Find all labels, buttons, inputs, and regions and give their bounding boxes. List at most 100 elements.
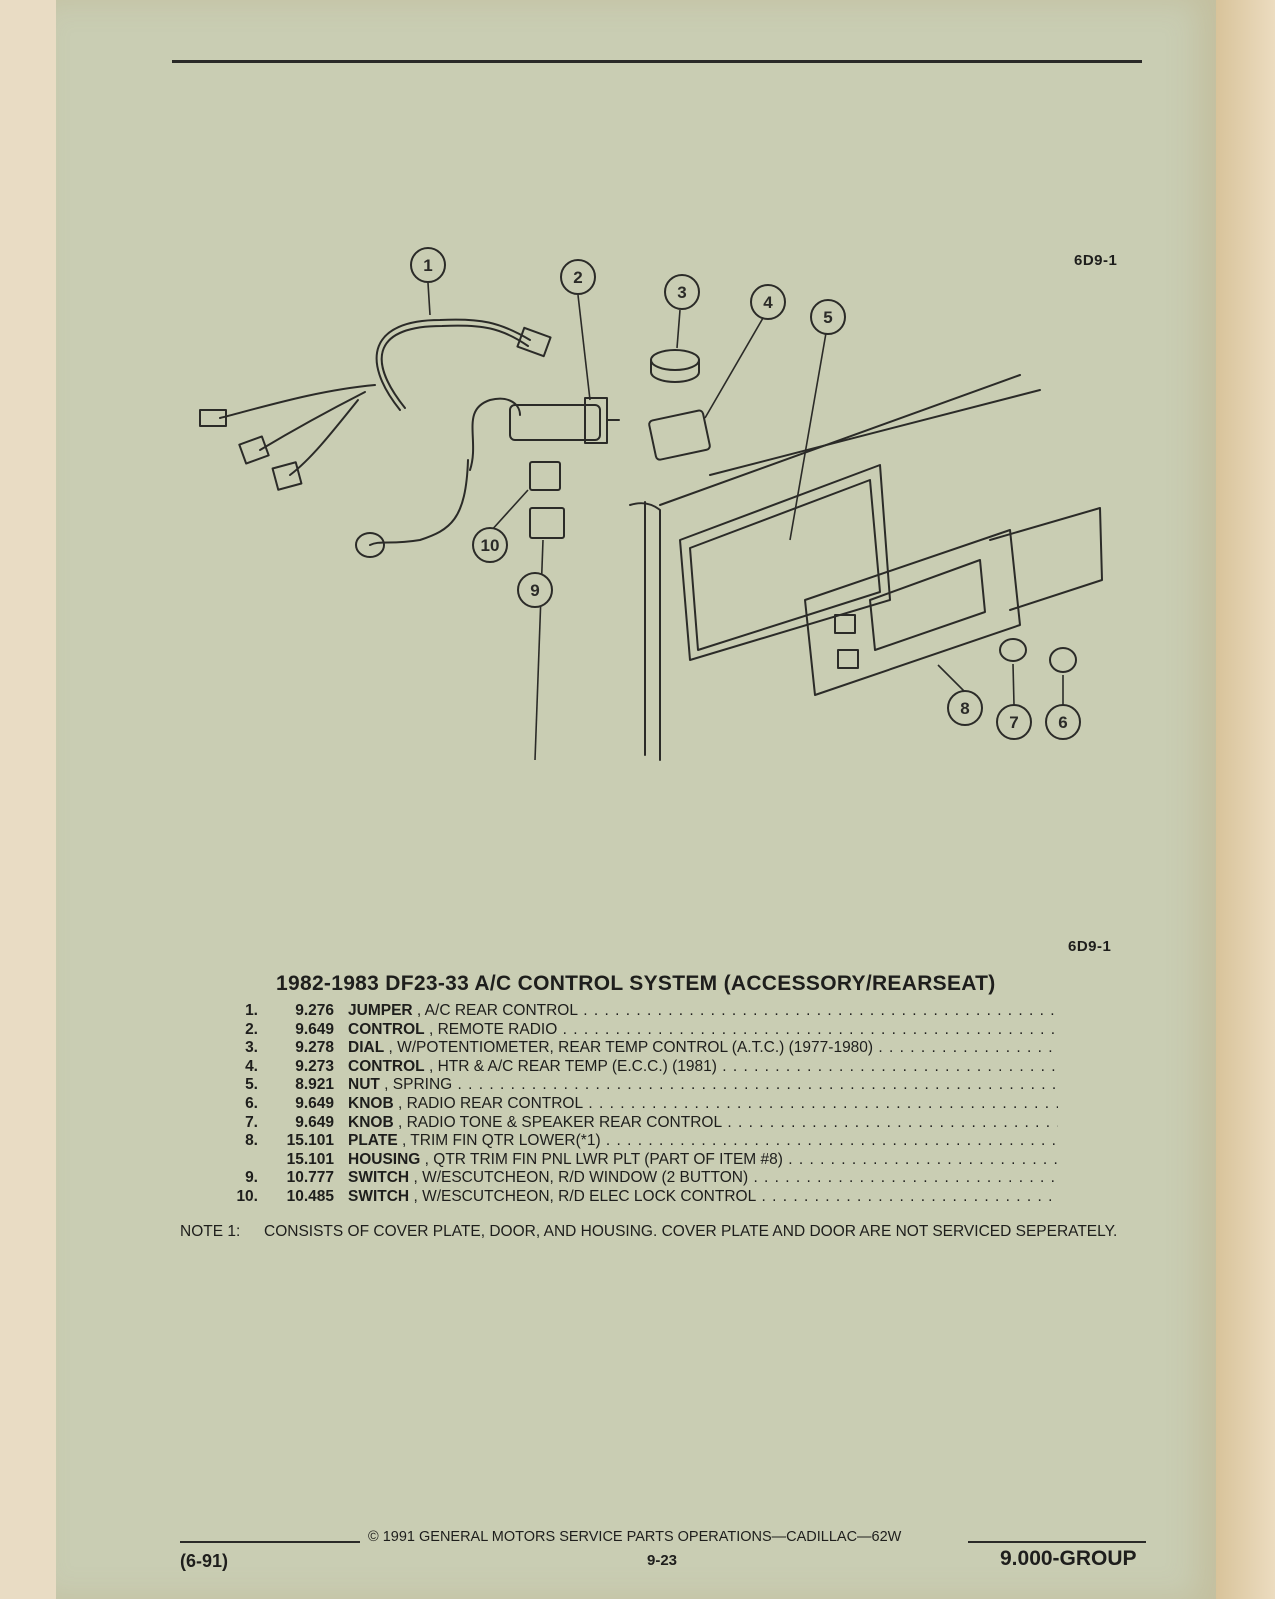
radio-control-body	[509, 404, 601, 441]
part-name: KNOB	[348, 1113, 394, 1131]
group-number: 10.777	[286, 1169, 334, 1187]
part-detail: , RADIO TONE & SPEAKER REAR CONTROL	[397, 1113, 723, 1131]
door-panel-edge	[629, 502, 661, 761]
item-number: 7.	[245, 1113, 258, 1131]
door-panel-top	[659, 374, 1021, 506]
part-detail: , SPRING	[384, 1076, 453, 1094]
dial	[650, 349, 700, 371]
door-panel-top	[709, 389, 1041, 476]
part-description: HOUSING , QTR TRIM FIN PNL LWR PLT (PART…	[348, 1151, 1058, 1169]
svg-text:6: 6	[1058, 713, 1067, 732]
leader-line	[577, 294, 591, 401]
svg-text:4: 4	[763, 293, 773, 312]
exploded-parts-diagram: 1 2 3 4 5 6 7 8 9 10	[199, 247, 1103, 761]
leader-line	[427, 282, 431, 316]
part-description: SWITCH , W/ESCUTCHEON, R/D WINDOW (2 BUT…	[348, 1169, 1058, 1187]
svg-text:8: 8	[960, 699, 969, 718]
knob-6	[1049, 647, 1077, 673]
connector	[516, 326, 552, 358]
parts-row: 3. 9.278 DIAL , W/POTENTIOMETER, REAR TE…	[228, 1039, 1058, 1058]
footer-rule-left	[180, 1541, 360, 1543]
knob-7	[999, 638, 1027, 662]
part-name: CONTROL	[348, 1057, 425, 1075]
switch-10	[529, 461, 561, 491]
part-detail: , HTR & A/C REAR TEMP (E.C.C.) (1981)	[428, 1057, 717, 1075]
callout-7: 7	[996, 704, 1032, 740]
item-number: 10.	[236, 1187, 258, 1205]
part-name: CONTROL	[348, 1020, 425, 1038]
part-detail: , RADIO REAR CONTROL	[397, 1094, 584, 1112]
parts-row: 10. 10.485 SWITCH , W/ESCUTCHEON, R/D EL…	[228, 1188, 1058, 1207]
harness-branch	[289, 399, 359, 476]
group-number: 9.276	[295, 1002, 334, 1019]
footer-rule-right	[968, 1541, 1146, 1543]
part-detail: , W/POTENTIOMETER, REAR TEMP CONTROL (A.…	[388, 1039, 874, 1057]
group-number: 9.649	[295, 1113, 334, 1131]
callout-5: 5	[810, 299, 846, 335]
part-description: DIAL , W/POTENTIOMETER, REAR TEMP CONTRO…	[348, 1039, 1058, 1057]
item-number: 8.	[245, 1132, 258, 1150]
group-number: 9.278	[295, 1039, 334, 1057]
callout-1: 1	[410, 247, 446, 283]
housing	[989, 507, 1103, 611]
parts-row: 15.101 HOUSING , QTR TRIM FIN PNL LWR PL…	[228, 1151, 1058, 1170]
figure-code-bottom: 6D9-1	[1068, 938, 1112, 955]
part-detail: , REMOTE RADIO	[428, 1020, 558, 1038]
callout-9: 9	[517, 572, 553, 608]
item-number: 5.	[245, 1076, 258, 1094]
item-number: 3.	[245, 1039, 258, 1057]
scanned-page	[56, 0, 1216, 1599]
item-number: 2.	[245, 1020, 258, 1038]
svg-text:7: 7	[1009, 713, 1018, 732]
connector	[238, 435, 270, 465]
part-description: PLATE , TRIM FIN QTR LOWER(*1)	[348, 1132, 1058, 1150]
parts-row: 4. 9.273 CONTROL , HTR & A/C REAR TEMP (…	[228, 1058, 1058, 1077]
group-number: 15.101	[286, 1132, 334, 1150]
parts-row: 8. 15.101 PLATE , TRIM FIN QTR LOWER(*1)	[228, 1132, 1058, 1151]
part-name: KNOB	[348, 1094, 394, 1112]
harness-branch	[259, 391, 366, 451]
parts-list: 1. 9.276 JUMPER , A/C REAR CONTROL 2. 9.…	[228, 1002, 1058, 1207]
figure-code-top: 6D9-1	[1074, 252, 1118, 269]
svg-text:1: 1	[423, 256, 432, 275]
part-name: SWITCH	[348, 1169, 410, 1187]
harness-wire	[380, 324, 529, 409]
footer-copyright: © 1991 GENERAL MOTORS SERVICE PARTS OPER…	[368, 1529, 902, 1545]
part-description: KNOB , RADIO REAR CONTROL	[348, 1095, 1058, 1113]
parts-list-title: 1982-1983 DF23-33 A/C CONTROL SYSTEM (AC…	[276, 972, 996, 995]
harness-branch	[219, 384, 376, 419]
part-name: SWITCH	[348, 1187, 410, 1205]
svg-text:5: 5	[823, 308, 832, 327]
part-name: DIAL	[348, 1039, 385, 1057]
top-rule	[172, 60, 1142, 63]
parts-row: 2. 9.649 CONTROL , REMOTE RADIO	[228, 1021, 1058, 1040]
temp-control	[648, 409, 711, 461]
group-number: 15.101	[286, 1150, 334, 1168]
parts-row: 9. 10.777 SWITCH , W/ESCUTCHEON, R/D WIN…	[228, 1169, 1058, 1188]
group-number: 8.921	[295, 1076, 334, 1094]
part-description: NUT , SPRING	[348, 1076, 1058, 1094]
part-description: SWITCH , W/ESCUTCHEON, R/D ELEC LOCK CON…	[348, 1188, 1058, 1206]
cable-end	[355, 532, 385, 558]
callout-8: 8	[947, 690, 983, 726]
callout-2: 2	[560, 259, 596, 295]
switch-9	[529, 507, 565, 539]
part-description: CONTROL , HTR & A/C REAR TEMP (E.C.C.) (…	[348, 1058, 1058, 1076]
part-detail: , A/C REAR CONTROL	[416, 1002, 578, 1019]
callout-10: 10	[472, 527, 508, 563]
parts-row: 7. 9.649 KNOB , RADIO TONE & SPEAKER REA…	[228, 1114, 1058, 1133]
part-detail: , TRIM FIN QTR LOWER(*1)	[401, 1132, 601, 1150]
parts-row: 6. 9.649 KNOB , RADIO REAR CONTROL	[228, 1095, 1058, 1114]
part-description: JUMPER , A/C REAR CONTROL	[348, 1002, 1058, 1020]
callout-group: 1 2 3 4 5 6 7 8 9 10	[410, 247, 1081, 740]
connector	[199, 409, 227, 427]
part-name: JUMPER	[348, 1002, 413, 1019]
part-detail: , W/ESCUTCHEON, R/D WINDOW (2 BUTTON)	[413, 1169, 749, 1187]
part-description: KNOB , RADIO TONE & SPEAKER REAR CONTROL	[348, 1114, 1058, 1132]
item-number: 9.	[245, 1169, 258, 1187]
leader-line	[1012, 663, 1015, 706]
part-description: CONTROL , REMOTE RADIO	[348, 1021, 1058, 1039]
connector	[271, 461, 303, 491]
leader-line	[489, 489, 529, 533]
part-name: NUT	[348, 1076, 380, 1094]
